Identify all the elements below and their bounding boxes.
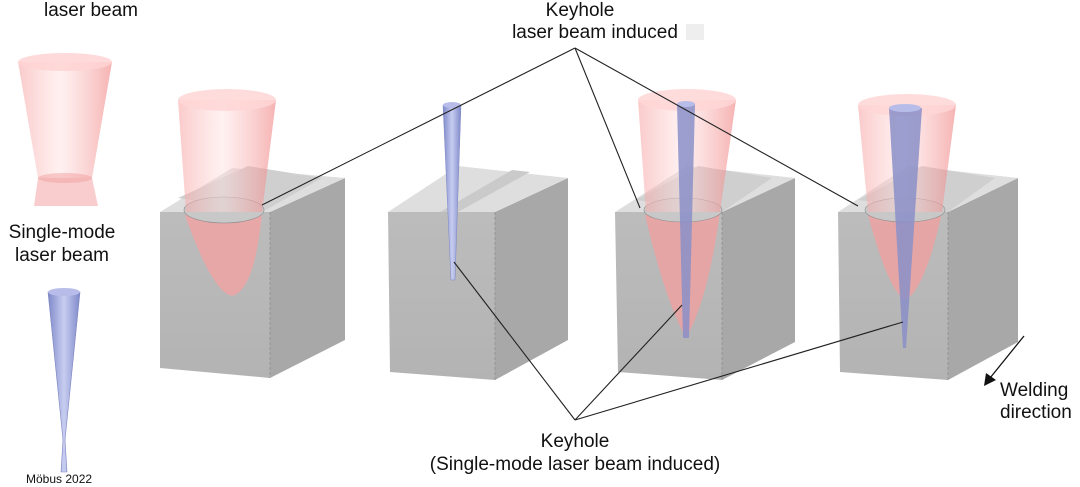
keyhole-bottom-label-line1: Keyhole xyxy=(540,431,610,452)
welding-direction-label-line2: direction xyxy=(1000,402,1072,423)
workpiece-block-2 xyxy=(388,102,568,380)
keyhole-top-label-line2: laser beam induced xyxy=(512,22,678,43)
arrow-icon xyxy=(984,335,1025,386)
legend-single-mode-beam xyxy=(47,288,81,473)
single-mode-label-line2: laser beam xyxy=(15,245,109,266)
workpiece-block-1 xyxy=(160,89,345,378)
top-left-beam-label: laser beam xyxy=(44,0,138,21)
single-mode-label-line1: Single-mode xyxy=(8,222,116,243)
welding-direction-label-line1: Welding xyxy=(1000,380,1069,401)
workpiece-block-3 xyxy=(615,89,795,380)
keyhole-bottom-label-line2: (Single-mode laser beam induced) xyxy=(429,454,721,475)
keyhole-top-label-line1: Keyhole xyxy=(545,0,615,21)
callout-lines-top xyxy=(261,47,859,209)
legend-multimode-beam xyxy=(18,53,112,206)
workpiece-block-4 xyxy=(838,94,1018,380)
callout-lines-bottom xyxy=(453,261,904,421)
credit-label: Möbus 2022 xyxy=(26,472,93,486)
